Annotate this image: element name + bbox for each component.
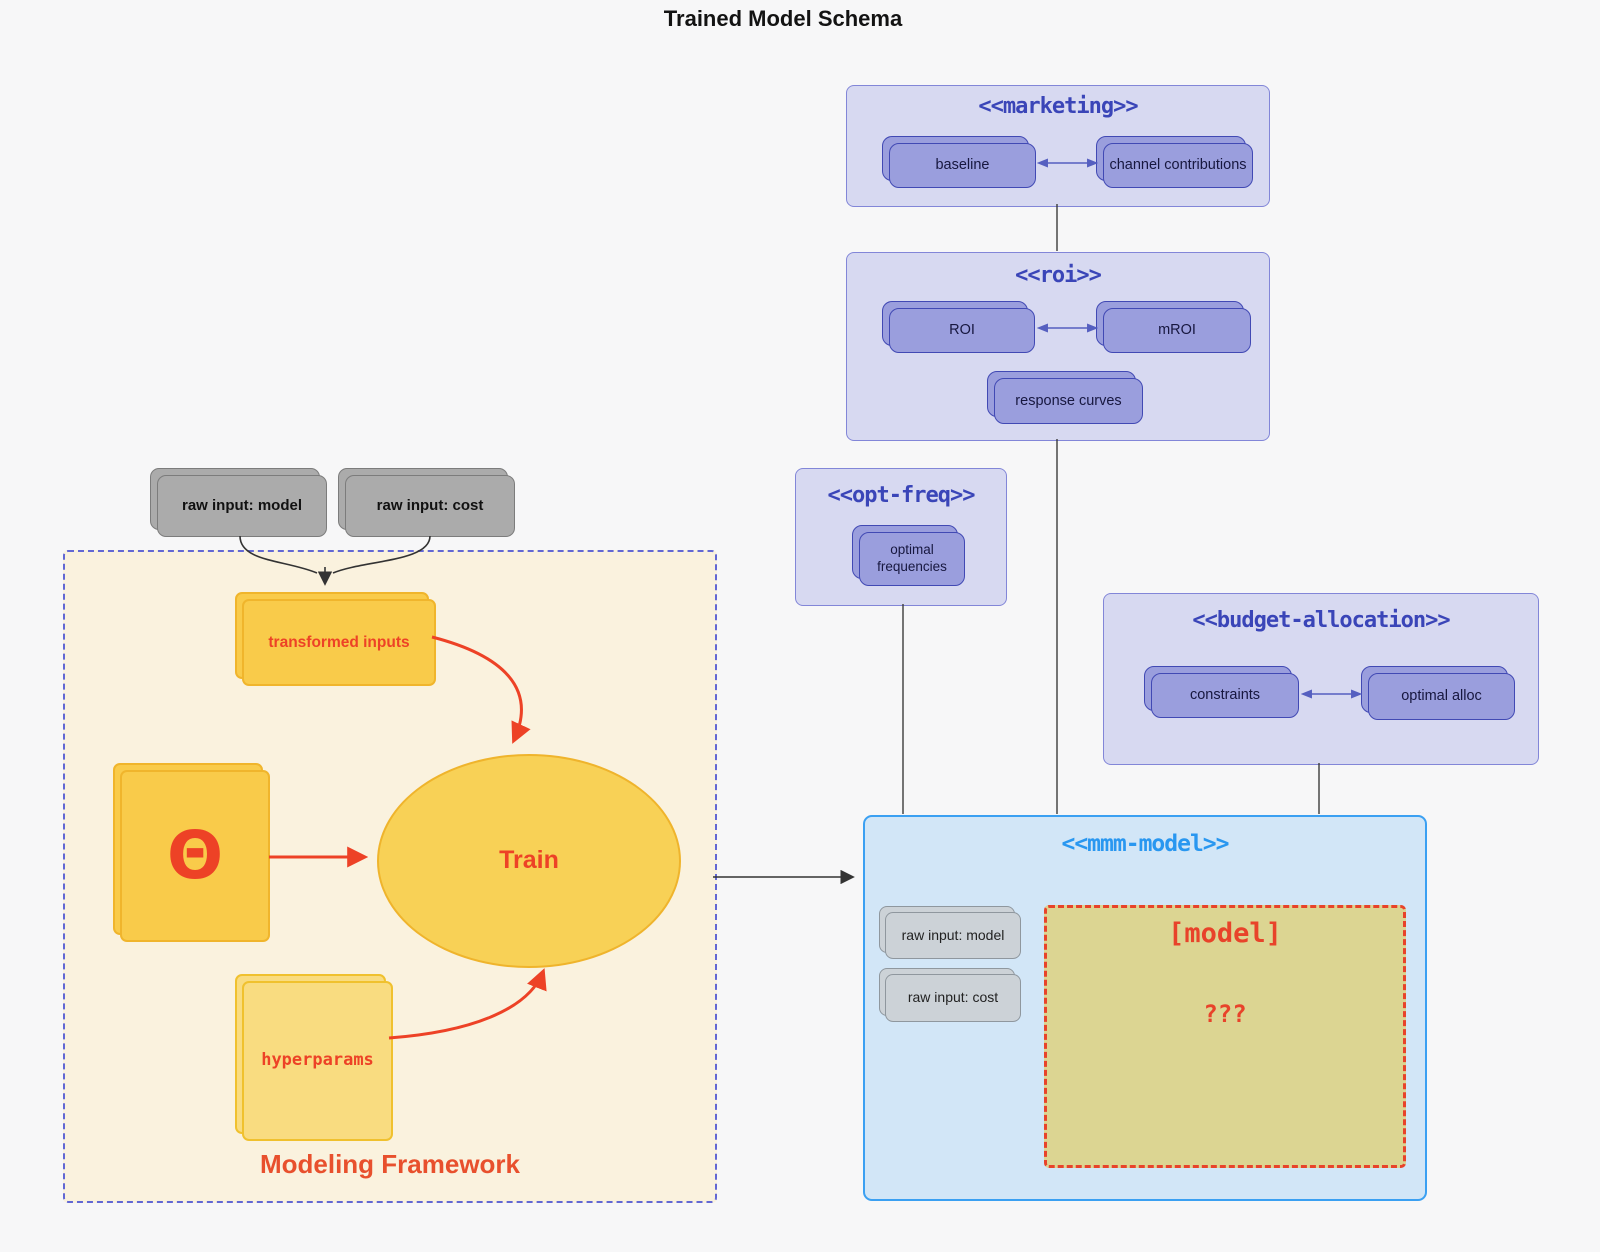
group-budget-allocation: <<budget-allocation>> constraints optima… <box>1103 593 1539 765</box>
model-label: [model] <box>1168 918 1282 949</box>
node-mmm-raw-input-cost: raw input: cost <box>879 968 1021 1022</box>
node-mmm-raw-input-model-label: raw input: model <box>901 926 1005 943</box>
node-raw-input-model: raw input: model <box>150 468 327 537</box>
node-roi: ROI <box>882 301 1035 353</box>
node-raw-input-model-label: raw input: model <box>182 496 302 514</box>
group-opt-freq-title: <<opt-freq>> <box>827 483 976 508</box>
node-mroi: mROI <box>1096 301 1251 353</box>
group-mmm-model-title: <<mmm-model>> <box>1061 831 1229 857</box>
group-modeling-framework: transformed inputs Θ Train hyperparams M… <box>63 550 717 1203</box>
node-optimal-alloc: optimal alloc <box>1361 666 1515 720</box>
node-transformed-inputs-label: transformed inputs <box>268 633 410 651</box>
node-optimal-frequencies-label: optimal frequencies <box>877 542 947 574</box>
node-response-curves-label: response curves <box>1015 392 1122 409</box>
node-mroi-label: mROI <box>1158 322 1196 339</box>
group-roi: <<roi>> ROI mROI response curves <box>846 252 1270 441</box>
model-unknown-label: ??? <box>1203 1000 1247 1028</box>
node-raw-input-cost: raw input: cost <box>338 468 515 537</box>
group-budget-allocation-title: <<budget-allocation>> <box>1192 608 1450 633</box>
node-response-curves: response curves <box>987 371 1143 424</box>
node-mmm-raw-input-cost-label: raw input: cost <box>907 989 999 1006</box>
node-baseline: baseline <box>882 136 1036 188</box>
node-mmm-raw-input-model: raw input: model <box>879 906 1021 959</box>
node-optimal-frequencies: optimal frequencies <box>852 525 965 586</box>
node-hyperparams: hyperparams <box>235 974 393 1141</box>
group-marketing-title: <<marketing>> <box>978 94 1138 119</box>
diagram-title: Trained Model Schema <box>663 6 903 31</box>
node-channel-contributions-label: channel contributions <box>1109 157 1247 174</box>
node-optimal-alloc-label: optimal alloc <box>1401 688 1482 705</box>
node-raw-input-cost-label: raw input: cost <box>376 496 484 514</box>
node-channel-contributions: channel contributions <box>1096 136 1253 188</box>
node-baseline-label: baseline <box>935 157 990 174</box>
group-marketing: <<marketing>> baseline channel contribut… <box>846 85 1270 207</box>
node-train: Train <box>377 754 681 968</box>
model-placeholder-box: [model] ??? <box>1044 905 1406 1168</box>
node-theta: Θ <box>113 763 270 942</box>
node-hyperparams-label: hyperparams <box>261 1050 374 1071</box>
group-mmm-model: <<mmm-model>> raw input: model raw input… <box>863 815 1427 1201</box>
node-constraints: constraints <box>1144 666 1299 718</box>
group-roi-title: <<roi>> <box>1015 263 1102 288</box>
node-train-label: Train <box>499 846 559 875</box>
group-opt-freq: <<opt-freq>> optimal frequencies <box>795 468 1007 606</box>
theta-symbol: Θ <box>166 816 224 894</box>
node-constraints-label: constraints <box>1189 687 1261 704</box>
modeling-framework-label: Modeling Framework <box>259 1149 521 1179</box>
node-roi-label: ROI <box>949 322 975 339</box>
node-transformed-inputs: transformed inputs <box>235 592 436 686</box>
